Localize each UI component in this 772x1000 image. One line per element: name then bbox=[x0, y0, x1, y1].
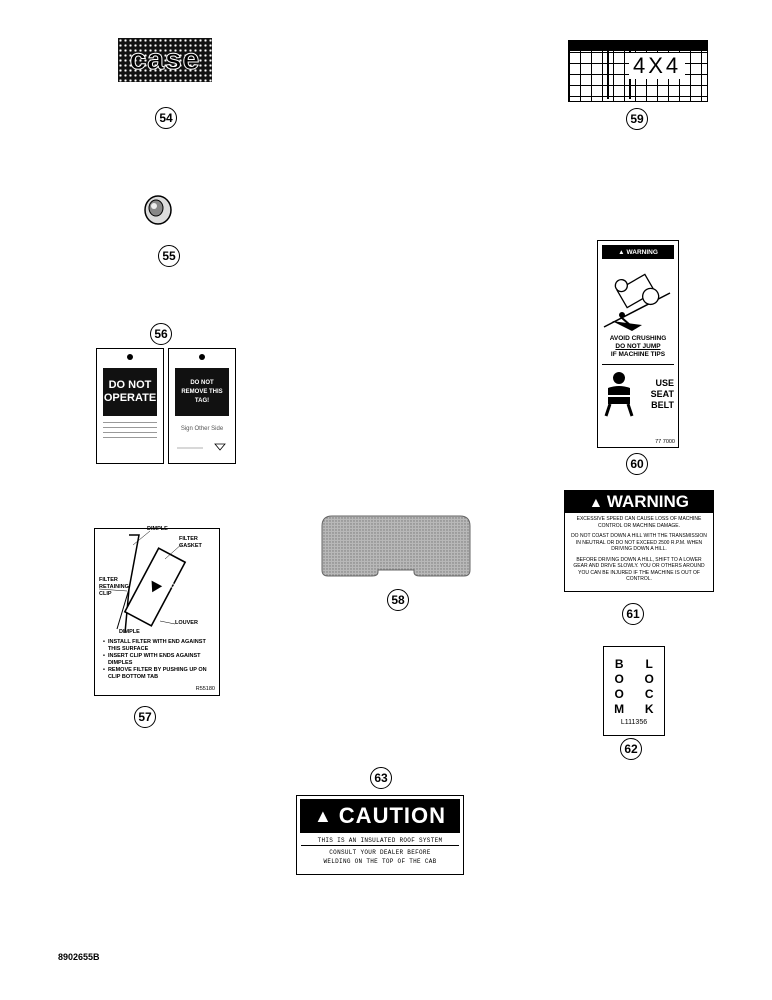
caution-line: THIS IS AN INSULATED ROOF SYSTEM bbox=[301, 836, 459, 846]
warning-header: ▲WARNING bbox=[602, 245, 674, 259]
label-filter-gasket: FILTER GASKET bbox=[179, 536, 202, 549]
do-not-remove-text: DO NOT REMOVE THIS TAG! bbox=[175, 368, 229, 416]
callout-56: 56 bbox=[150, 323, 172, 345]
label-dimple-bottom: DIMPLE bbox=[119, 629, 140, 635]
air-filter-diagram bbox=[98, 530, 187, 633]
part-number: 77 7000 bbox=[655, 439, 675, 445]
seat-text: SEAT bbox=[650, 388, 674, 399]
sign-other-side: Sign Other Side bbox=[180, 426, 224, 432]
warning-triangle-icon: ▲ bbox=[588, 494, 603, 510]
4x4-decal: 4X4 bbox=[568, 40, 708, 102]
instruction-item: •REMOVE FILTER BY PUSHING UP ON CLIP BOT… bbox=[103, 667, 207, 680]
seat-belt-person-icon bbox=[604, 372, 634, 417]
callout-63: 63 bbox=[370, 767, 392, 789]
do-not-operate-text: DO NOT OPERATE bbox=[103, 368, 157, 416]
callout-60: 60 bbox=[626, 453, 648, 475]
part-number: R55180 bbox=[195, 686, 215, 692]
use-text: USE bbox=[655, 377, 674, 388]
air-filter-decal: DIMPLE FILTER GASKET FILTER RETAINING CL… bbox=[94, 526, 220, 696]
callout-61: 61 bbox=[622, 603, 644, 625]
warning-paragraph: BEFORE DRIVING DOWN A HILL, SHIFT TO A L… bbox=[573, 556, 705, 583]
caution-line: CONSULT YOUR DEALER BEFORE bbox=[329, 849, 431, 856]
caution-triangle-icon: ▲ bbox=[313, 805, 333, 826]
if-machine-tips-text: IF MACHINE TIPS bbox=[610, 351, 666, 358]
case-logo-decal: case bbox=[118, 38, 212, 82]
tag-footer-icon bbox=[177, 443, 226, 451]
instruction-item: •INSERT CLIP WITH ENDS AGAINST DIMPLES bbox=[103, 653, 201, 666]
label-louver: LOUVER bbox=[175, 620, 198, 626]
warning-paragraph: DO NOT COAST DOWN A HILL WITH THE TRANSM… bbox=[571, 533, 707, 552]
label-dimple-top: DIMPLE bbox=[147, 526, 168, 532]
callout-58: 58 bbox=[387, 589, 409, 611]
instruction-item: •INSTALL FILTER WITH END AGAINST THIS SU… bbox=[103, 639, 206, 652]
callout-59: 59 bbox=[626, 108, 648, 130]
warning-paragraph: EXCESSIVE SPEED CAN CAUSE LOSS OF MACHIN… bbox=[576, 516, 702, 529]
caution-header: ▲CAUTION bbox=[300, 799, 460, 833]
part-number: L111356 bbox=[620, 719, 648, 726]
tipping-machine-icon bbox=[603, 273, 671, 331]
do-not-jump-text: DO NOT JUMP bbox=[615, 343, 661, 350]
case-logo-text: case bbox=[129, 43, 201, 77]
filter-instructions: •INSTALL FILTER WITH END AGAINST THIS SU… bbox=[103, 639, 213, 681]
avoid-crushing-text: AVOID CRUSHING bbox=[609, 335, 667, 342]
do-not-remove-tag: DO NOT REMOVE THIS TAG! Sign Other Side bbox=[168, 348, 236, 464]
callout-62: 62 bbox=[620, 738, 642, 760]
gray-pad-part bbox=[321, 515, 471, 577]
callout-55: 55 bbox=[158, 245, 180, 267]
seat-belt-warning-decal: ▲WARNING AVOID CRUSHING DO NOT JUMP IF M… bbox=[597, 240, 679, 448]
speed-warning-decal: ▲WARNING EXCESSIVE SPEED CAN CAUSE LOSS … bbox=[564, 490, 714, 592]
insulated-roof-caution-decal: ▲CAUTION THIS IS AN INSULATED ROOF SYSTE… bbox=[296, 795, 464, 875]
callout-57: 57 bbox=[134, 706, 156, 728]
plug-part bbox=[144, 195, 172, 225]
do-not-operate-tag: DO NOT OPERATE bbox=[96, 348, 164, 464]
belt-text: BELT bbox=[651, 399, 674, 410]
caution-line: WELDING ON THE TOP OF THE CAB bbox=[323, 858, 437, 865]
4x4-text: 4X4 bbox=[629, 53, 686, 79]
callout-54: 54 bbox=[155, 107, 177, 129]
label-filter-retaining-clip: FILTER RETAINING CLIP bbox=[99, 577, 129, 597]
warning-header: ▲WARNING bbox=[565, 491, 713, 513]
warning-triangle-icon: ▲ bbox=[618, 248, 625, 256]
figure-id: 8902655B bbox=[58, 952, 100, 962]
